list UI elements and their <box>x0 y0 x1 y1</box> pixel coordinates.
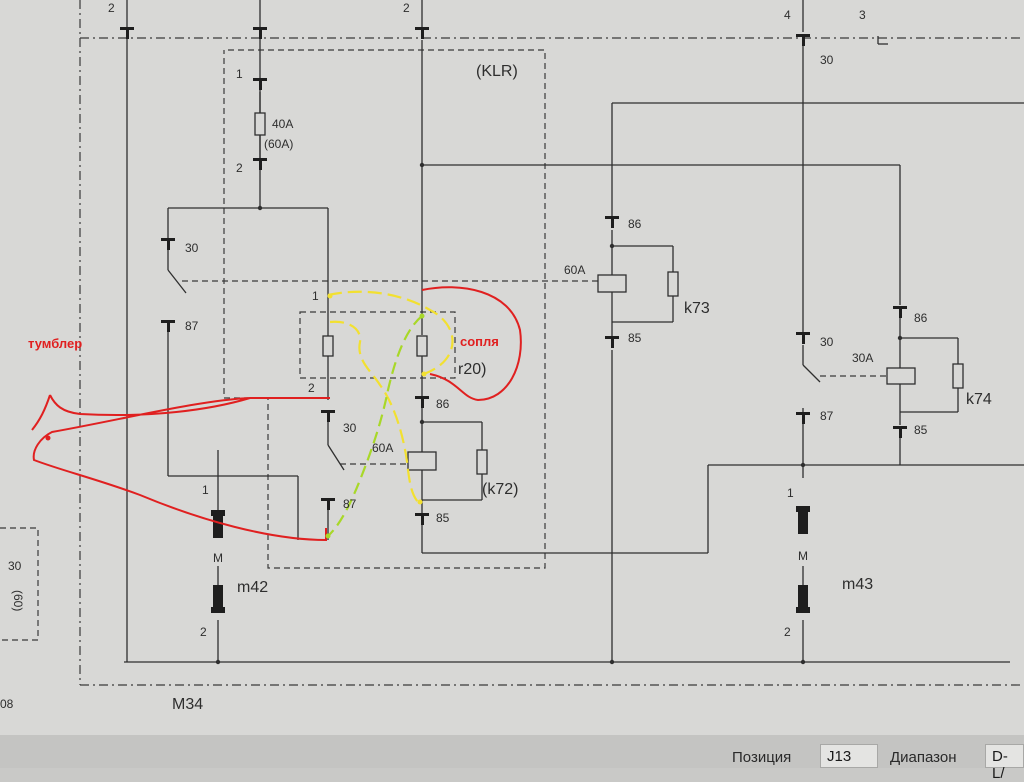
label-fuse-alt: (60A) <box>264 137 293 151</box>
label-m34: M34 <box>172 696 203 713</box>
label-m42-pin1: 1 <box>202 483 209 497</box>
label-k72-current: 60A <box>372 441 393 455</box>
components <box>211 90 964 613</box>
r20-resistor-left <box>322 335 334 357</box>
fuse-40a <box>254 112 266 136</box>
pins <box>120 27 907 525</box>
label-r20-out: 2 <box>308 381 315 395</box>
label-m42: m42 <box>237 579 268 596</box>
label-k74-86: 86 <box>914 311 928 325</box>
label-left-60: (60) <box>11 590 25 611</box>
label-m43-pin1: 1 <box>787 486 794 500</box>
label-k74-30: 30 <box>820 335 834 349</box>
label-k72-85: 85 <box>436 511 450 525</box>
label-m43: m43 <box>842 576 873 593</box>
motor-m43 <box>796 506 810 613</box>
wiring-diagram: 2 2 4 3 30 1 2 40A (60A) (KLR) 30 87 1 2… <box>0 0 1024 713</box>
label-k74: k74 <box>966 391 992 408</box>
k74-coil <box>886 367 916 385</box>
yellow-wire-path <box>327 290 454 503</box>
label-r20-in: 1 <box>312 289 319 303</box>
r20-resistor-right <box>416 335 428 357</box>
label-fuse-out: 2 <box>236 161 243 175</box>
label-k73-86: 86 <box>628 217 642 231</box>
label-m42-motor: M <box>213 551 223 565</box>
motor-m42 <box>211 510 225 613</box>
k73-resistor <box>667 271 679 297</box>
viewer-status-bar: Позиция J13 Диапазон D-L/ <box>0 735 1024 782</box>
hand-annotations <box>31 286 522 542</box>
label-k72-86: 86 <box>436 397 450 411</box>
k72-coil <box>407 451 437 471</box>
label-k74-85: 85 <box>914 423 928 437</box>
label-top-30: 30 <box>820 53 834 67</box>
label-k72-87: 87 <box>343 497 357 511</box>
k73-coil <box>597 274 627 293</box>
outer-frame <box>79 0 1024 686</box>
schematic-paper <box>0 0 1024 735</box>
label-left-08: 08 <box>0 697 14 711</box>
label-k73-current: 60A <box>564 263 585 277</box>
label-k73-85: 85 <box>628 331 642 345</box>
label-top-left: 2 <box>108 1 115 15</box>
label-k72-30: 30 <box>343 421 357 435</box>
position-field[interactable]: J13 <box>820 744 878 768</box>
label-k73-30: 30 <box>185 241 199 255</box>
label-fuse: 40A <box>272 117 293 131</box>
label-toggle: тумблер <box>28 336 82 351</box>
label-m42-pin2: 2 <box>200 625 207 639</box>
wires <box>0 0 1024 663</box>
label-top-right-b: 3 <box>859 8 866 22</box>
red-toggle-outline <box>31 394 330 542</box>
label-m43-motor: M <box>798 549 808 563</box>
label-top-right-a: 4 <box>784 8 791 22</box>
label-top-mid: 2 <box>403 1 410 15</box>
red-nozzle-outline <box>421 286 522 402</box>
junctions <box>215 162 903 665</box>
k72-resistor <box>476 449 488 475</box>
label-m42-87: 87 <box>185 319 199 333</box>
klr-box <box>223 49 546 569</box>
position-label: Позиция <box>732 749 792 766</box>
label-k73: k73 <box>684 300 710 317</box>
label-klr: (KLR) <box>476 63 518 80</box>
label-r20: r20) <box>458 361 486 378</box>
range-field[interactable]: D-L/ <box>985 744 1024 782</box>
green-wire-path <box>327 315 423 537</box>
label-fuse-in: 1 <box>236 67 243 81</box>
label-left-30: 30 <box>8 559 22 573</box>
label-m43-pin2: 2 <box>784 625 791 639</box>
label-k74-87: 87 <box>820 409 834 423</box>
labels: 2 2 4 3 30 1 2 40A (60A) (KLR) 30 87 1 2… <box>0 1 992 713</box>
label-k72: (k72) <box>482 481 518 498</box>
label-k74-current: 30A <box>852 351 873 365</box>
range-label: Диапазон <box>890 749 957 766</box>
label-nozzle: сопля <box>460 334 499 349</box>
k74-resistor <box>952 363 964 389</box>
